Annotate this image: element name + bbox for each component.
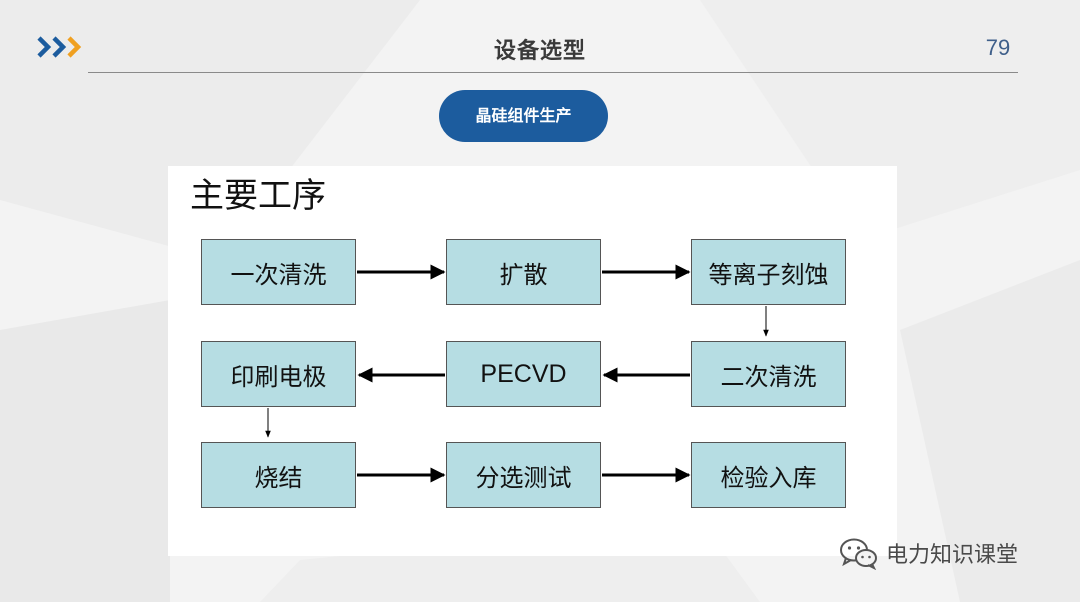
step-inspection-storage: 检验入库 — [691, 442, 846, 508]
step-second-cleaning: 二次清洗 — [691, 341, 846, 407]
watermark-text: 电力知识课堂 — [886, 543, 1019, 568]
diagram-title: 主要工序 — [190, 176, 326, 216]
wechat-icon — [840, 538, 877, 570]
step-plasma-etching: 等离子刻蚀 — [691, 239, 846, 305]
header-divider — [88, 72, 1018, 73]
step-sintering: 烧结 — [201, 442, 356, 508]
step-pecvd: PECVD — [446, 341, 601, 407]
step-diffusion: 扩散 — [446, 239, 601, 305]
watermark: 电力知识课堂 — [838, 536, 1018, 570]
page-number: 79 — [985, 35, 1011, 60]
section-pill-button[interactable]: 晶硅组件生产 — [439, 90, 608, 142]
triple-chevron-right-icon — [37, 36, 82, 58]
step-first-cleaning: 一次清洗 — [201, 239, 356, 305]
step-print-electrode: 印刷电极 — [201, 341, 356, 407]
page-title: 设备选型 — [493, 39, 586, 64]
step-sorting-testing: 分选测试 — [446, 442, 601, 508]
